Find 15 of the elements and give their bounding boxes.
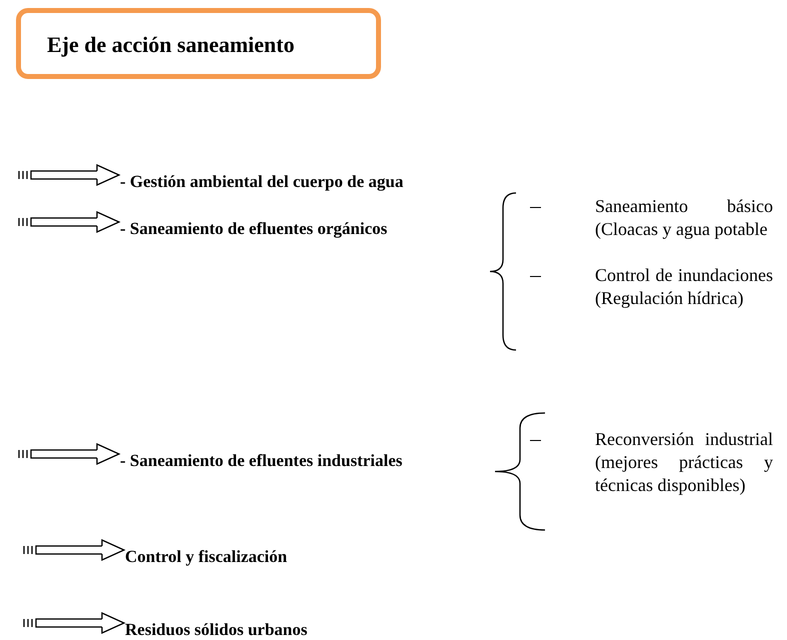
list-item: Control de inundaciones (Regulación hídrica) [595,264,773,310]
block-arrow [23,612,125,634]
list-item: Reconversión industrial (mejores prácticas y técnicas disponibles) [595,428,773,497]
block-arrow [18,164,120,186]
item-heading: - Saneamiento de efluentes orgánicos [120,219,388,239]
item-heading: - Saneamiento de efluentes industriales [120,451,402,471]
item-heading: - Gestión ambiental del cuerpo de agua [120,172,404,192]
block-arrow [18,211,120,233]
title-text: Eje de acción saneamiento [47,32,294,58]
list-item: Saneamiento básico (Cloacas y agua potable [595,195,773,241]
block-arrow [18,443,120,465]
title-box [16,8,381,79]
item-heading: Residuos sólidos urbanos [125,620,308,640]
block-arrow [23,539,125,561]
item-heading: Control y fiscalización [125,547,288,567]
